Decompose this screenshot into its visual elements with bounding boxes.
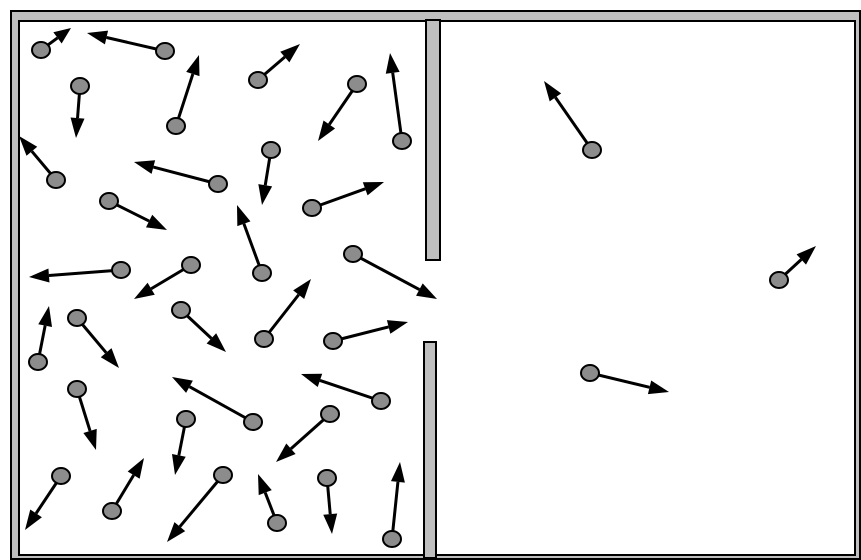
gas-particle <box>581 365 599 381</box>
gas-particle <box>324 333 342 349</box>
gas-particle <box>68 310 86 326</box>
gas-particle <box>303 200 321 216</box>
gas-particle <box>71 78 89 94</box>
gas-particle <box>112 262 130 278</box>
partition-lower <box>424 342 436 558</box>
partition-upper <box>426 20 440 260</box>
gas-particle <box>52 468 70 484</box>
gas-particle <box>182 257 200 273</box>
gas-particle <box>255 331 273 347</box>
gas-particle <box>268 515 286 531</box>
gas-particle <box>103 503 121 519</box>
gas-particle <box>249 72 267 88</box>
gas-particle <box>29 354 47 370</box>
gas-particle <box>172 302 190 318</box>
gas-particle <box>348 76 366 92</box>
gas-particle <box>393 133 411 149</box>
gas-particle <box>321 406 339 422</box>
gas-particle <box>167 118 185 134</box>
gas-particle <box>177 411 195 427</box>
gas-particle <box>244 414 262 430</box>
gas-particle <box>47 172 65 188</box>
gas-particle <box>209 176 227 192</box>
gas-particle <box>214 467 232 483</box>
gas-particle <box>372 393 390 409</box>
gas-particle <box>770 272 788 288</box>
gas-particle <box>253 265 271 281</box>
gas-particle <box>583 142 601 158</box>
gas-particle <box>156 43 174 59</box>
gas-particle <box>344 246 362 262</box>
gas-particle <box>100 193 118 209</box>
gas-particle <box>318 470 336 486</box>
gas-particle <box>262 142 280 158</box>
gas-particle <box>32 42 50 58</box>
gas-particle <box>68 381 86 397</box>
gas-particle <box>383 531 401 547</box>
